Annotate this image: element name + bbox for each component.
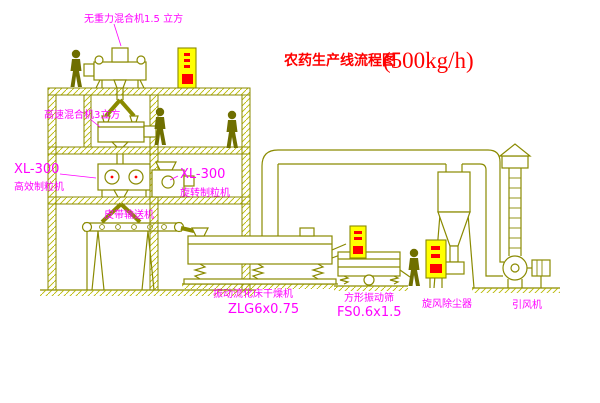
spring <box>250 263 266 280</box>
high-speed-mixer <box>97 115 157 164</box>
stack-cap <box>501 155 529 169</box>
spring <box>310 263 326 280</box>
label-dryer-name: 振动流化床干燥机 <box>213 287 293 300</box>
label-high-speed-mixer: 高速混合机3立方 <box>44 108 120 121</box>
gravity-mixer <box>83 47 147 118</box>
belt-conveyor <box>81 221 195 291</box>
dryer-inlet <box>191 227 209 237</box>
granulator-motor <box>183 175 195 187</box>
granulator-mid <box>151 161 195 198</box>
discharge-chute-left <box>100 202 123 224</box>
floor-slab-mid <box>47 146 251 155</box>
mixer-motor <box>83 63 95 77</box>
label-granulator-left-model: XL-300 <box>14 162 59 177</box>
conveyor-discharge <box>180 226 195 233</box>
screen-motor <box>363 274 375 286</box>
ground-lines <box>40 283 560 296</box>
worker-ground <box>408 248 420 286</box>
duct-network <box>261 149 504 277</box>
label-belt-conveyor: 皮带输送机 <box>104 208 154 221</box>
label-granulator-left-name: 高效制粒机 <box>14 180 64 193</box>
spring <box>389 275 400 285</box>
label-granulator-mid-model: XL-300 <box>180 167 225 182</box>
label-screen-model: FS0.6x1.5 <box>337 305 402 320</box>
drawing-title: 农药生产线流程图 (500kg/h) <box>283 48 474 73</box>
hs-mixer-motor <box>143 125 157 138</box>
label-cyclone: 旋风除尘器 <box>422 297 472 310</box>
cyclone-separator <box>433 171 475 289</box>
control-panels <box>177 47 447 288</box>
spring <box>339 275 350 285</box>
y-chute-left <box>104 98 122 118</box>
rotary-valve <box>443 261 465 275</box>
fan-motor <box>531 259 551 277</box>
vibrating-screen <box>331 243 411 286</box>
label-induced-fan: 引风机 <box>512 298 542 311</box>
equipment-labels: 无重力混合机1.5 立方 高速混合机3立方 XL-300 高效制粒机 XL-30… <box>14 12 542 320</box>
label-leaders <box>59 23 179 181</box>
dryer-base <box>183 278 337 285</box>
worker-roof <box>70 49 82 87</box>
granulator-left <box>97 163 151 224</box>
column-partial <box>83 94 92 148</box>
discharge-chute-right <box>119 202 142 224</box>
fluid-bed-dryer <box>183 227 337 285</box>
mixer-inlet <box>111 47 129 63</box>
exhaust-stack <box>498 143 532 256</box>
spring <box>192 263 208 280</box>
column-left <box>47 94 57 291</box>
floor-slab-top <box>47 87 251 96</box>
induced-draft-fan <box>502 255 551 288</box>
worker-floor2-left <box>154 107 166 145</box>
y-chute-right <box>118 98 136 118</box>
worker-floor2-right <box>226 110 238 148</box>
stack-roof <box>498 143 532 157</box>
title-text: 农药生产线流程图 <box>283 52 396 69</box>
label-gravity-mixer: 无重力混合机1.5 立方 <box>84 12 183 25</box>
label-granulator-mid-name: 旋转制粒机 <box>180 186 230 199</box>
label-screen-name: 方形振动筛 <box>344 291 394 304</box>
column-right <box>241 94 251 291</box>
dryer-port <box>299 227 315 237</box>
label-dryer-model: ZLG6x0.75 <box>228 302 299 317</box>
title-capacity: (500kg/h) <box>383 48 474 73</box>
